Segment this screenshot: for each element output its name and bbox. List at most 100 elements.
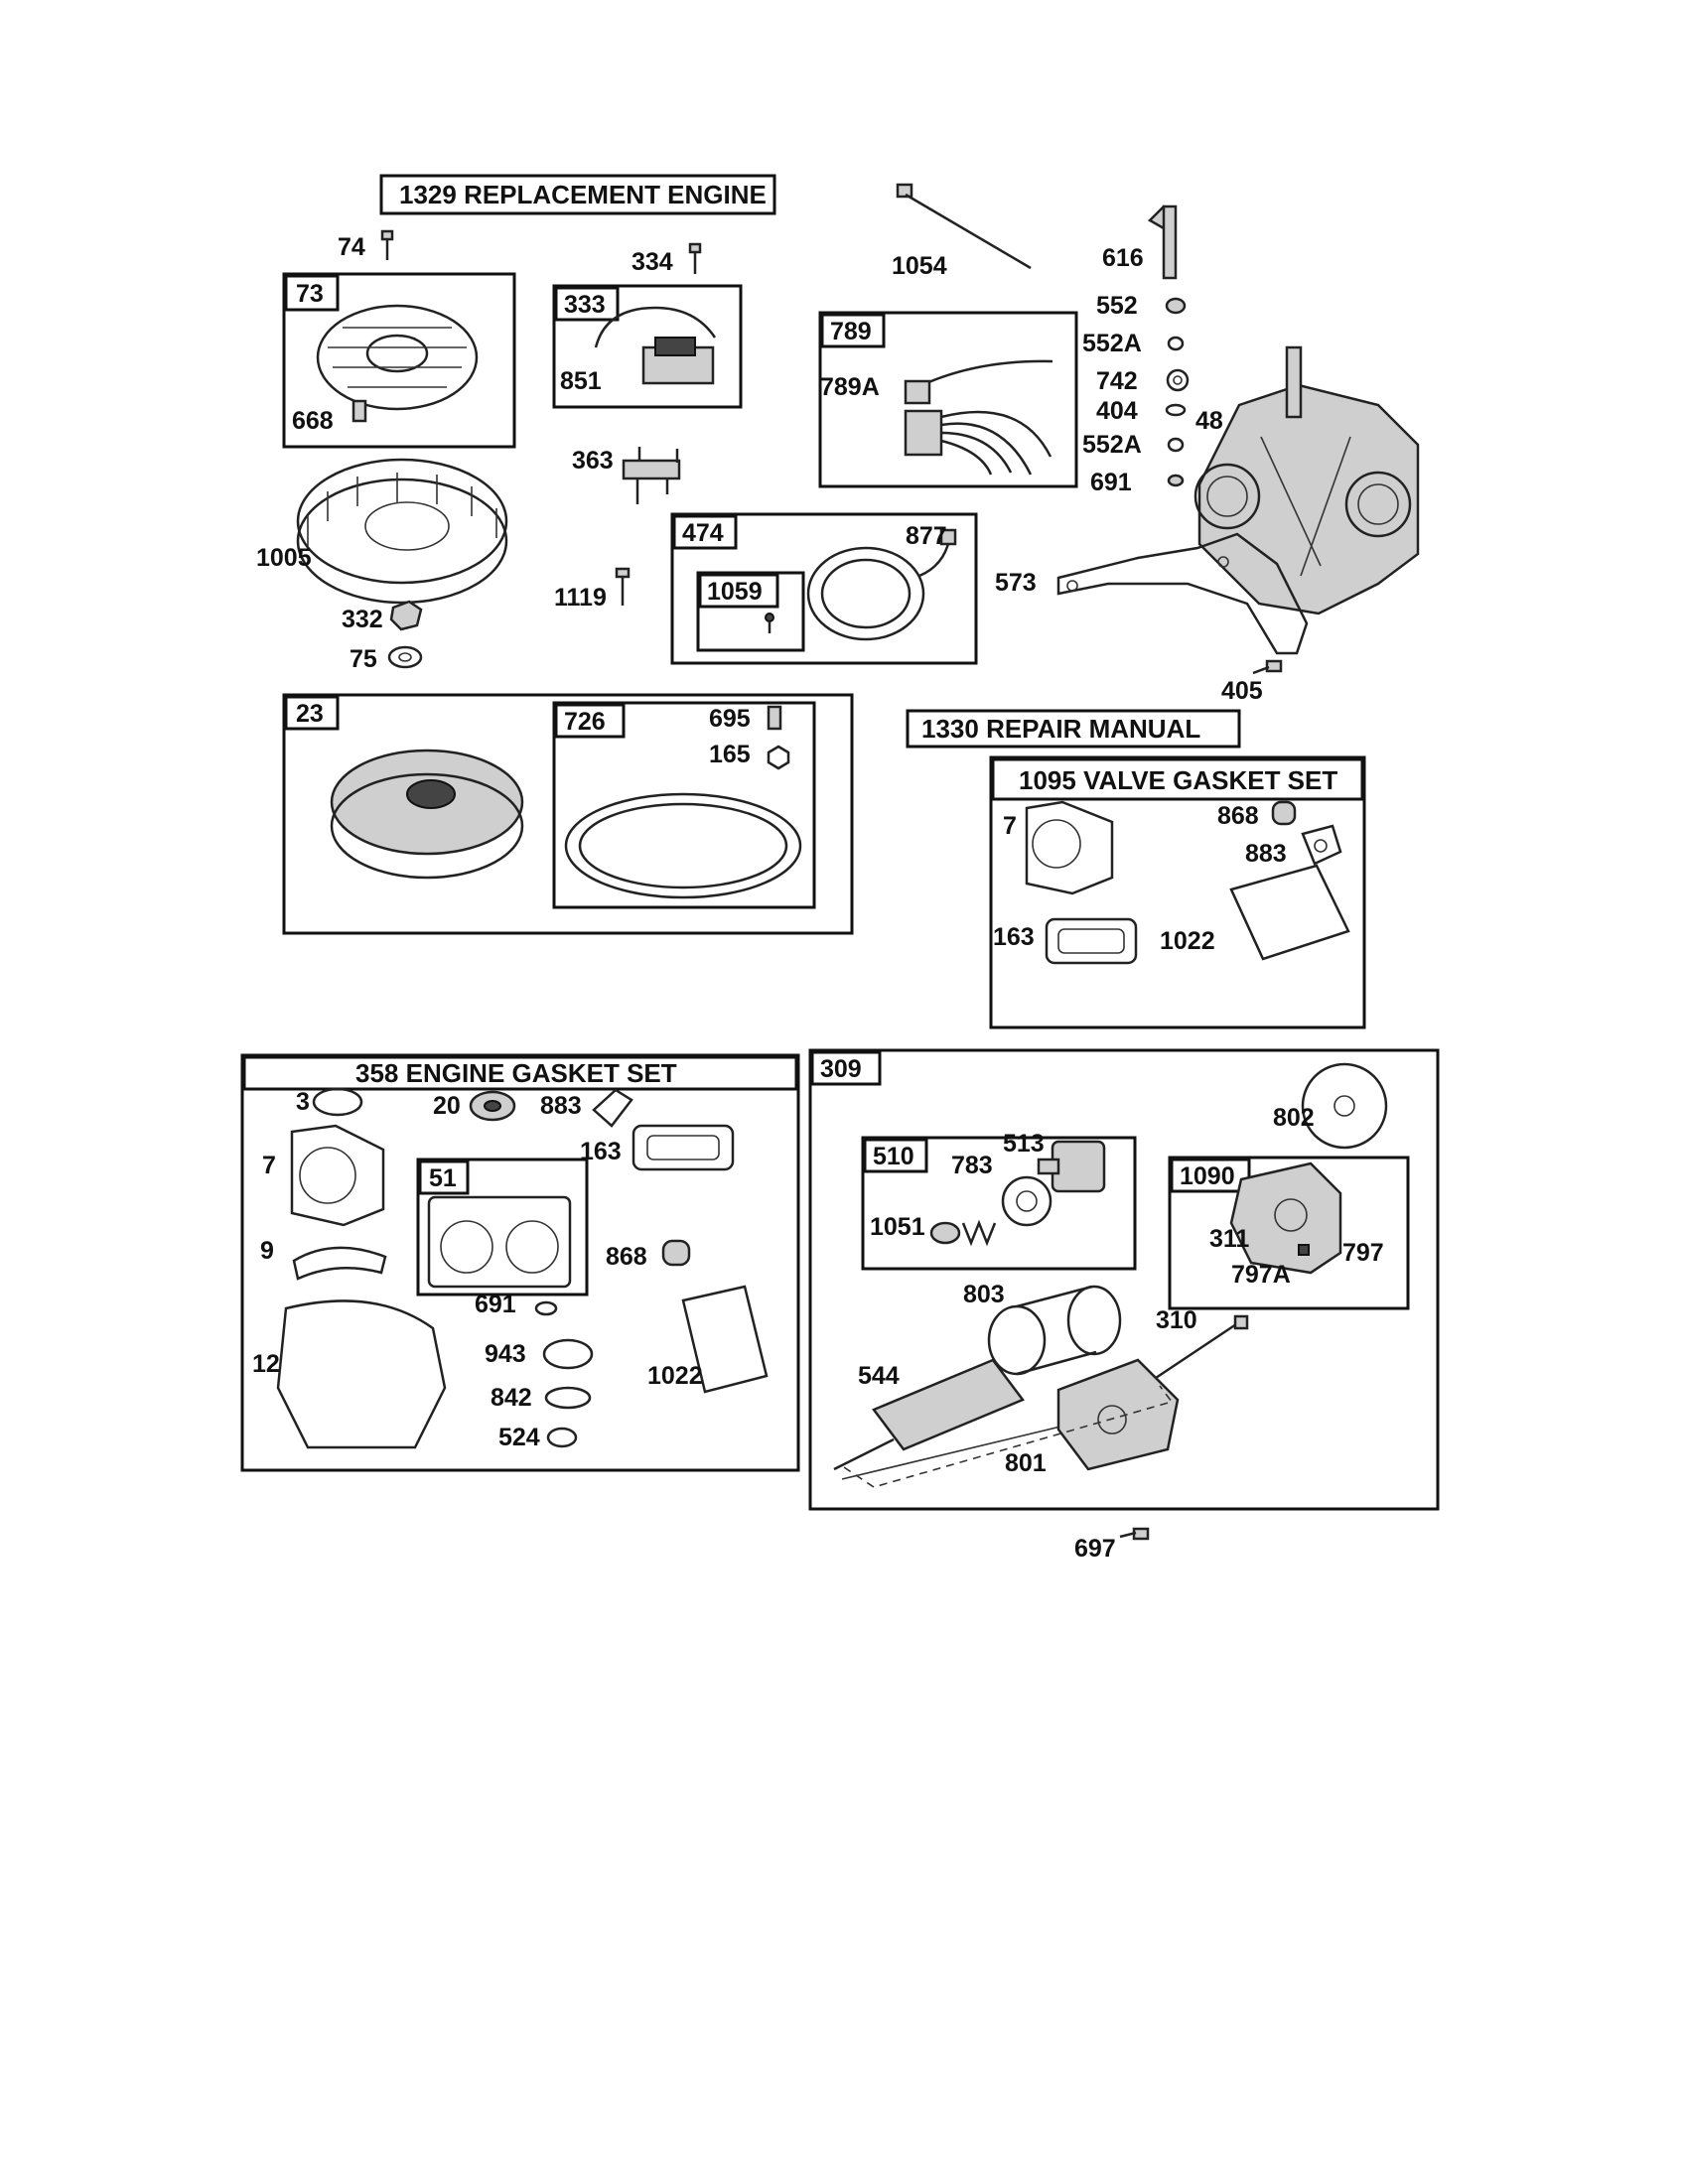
label-7-eng: 7: [262, 1152, 276, 1179]
label-1005: 1005: [256, 544, 312, 572]
label-163-valve: 163: [993, 923, 1035, 951]
label-943: 943: [485, 1340, 526, 1368]
harness-789-drawing: [904, 359, 1053, 476]
group-box-1095: [989, 755, 1366, 1029]
label-74: 74: [338, 233, 365, 261]
screw-405-drawing: [1252, 659, 1283, 675]
screw-697-drawing: [1119, 1527, 1150, 1541]
group-label-73: 73: [296, 280, 324, 308]
label-310: 310: [1156, 1306, 1197, 1334]
label-691-eng: 691: [475, 1291, 516, 1318]
label-868-eng: 868: [606, 1243, 647, 1271]
label-802: 802: [1273, 1104, 1315, 1132]
group-box-23: [282, 693, 854, 935]
gasket-12-drawing: [276, 1299, 447, 1449]
armature-333-drawing: [594, 306, 717, 385]
group-label-474: 474: [682, 519, 724, 547]
group-box-333: [552, 284, 743, 409]
valve-gasket-set-header-box: [991, 757, 1364, 801]
label-48: 48: [1195, 407, 1223, 435]
seal-20-drawing: [469, 1090, 516, 1122]
group-tag-73: [284, 274, 340, 312]
group-label-1059: 1059: [707, 578, 763, 606]
o-ring-524-drawing: [546, 1427, 578, 1448]
label-883-eng: 883: [540, 1092, 582, 1120]
label-868-valve: 868: [1217, 802, 1259, 830]
gasket-163-valve-drawing: [1045, 917, 1138, 965]
group-tag-309: [810, 1050, 882, 1086]
replacement-engine-header-box: [379, 174, 776, 215]
head-gasket-7-eng-drawing: [290, 1124, 385, 1227]
bracket-363-drawing: [622, 447, 681, 504]
screw-695-drawing: [767, 705, 782, 731]
gasket-9-drawing: [292, 1246, 387, 1281]
group-box-1059: [696, 571, 805, 652]
label-691-top: 691: [1090, 469, 1132, 496]
seal-552-drawing: [1165, 297, 1187, 315]
group-box-358: [240, 1053, 800, 1472]
label-883-valve: 883: [1245, 840, 1287, 868]
o-ring-842-drawing: [544, 1386, 592, 1410]
housing-803-drawing: [987, 1285, 1122, 1376]
label-742: 742: [1096, 367, 1138, 395]
engine-gasket-set-header-box: [242, 1055, 798, 1091]
label-789A: 789A: [820, 373, 880, 401]
plate-802-drawing: [1301, 1062, 1388, 1150]
group-label-510: 510: [873, 1143, 914, 1170]
group-label-51: 51: [429, 1164, 457, 1192]
seal-552A-drawing: [1167, 336, 1185, 351]
label-797A: 797A: [1231, 1261, 1291, 1289]
brush-797-drawing: [1298, 1244, 1310, 1256]
group-label-1090: 1090: [1180, 1162, 1235, 1190]
engine-gasket-set-header: 358 ENGINE GASKET SET: [355, 1058, 677, 1088]
screw-1059-drawing: [765, 613, 774, 633]
o-ring-943-drawing: [542, 1338, 594, 1370]
label-552A-2: 552A: [1082, 431, 1142, 459]
group-label-726: 726: [564, 708, 606, 736]
group-tag-789: [820, 313, 886, 348]
label-404: 404: [1096, 397, 1138, 425]
nut-332-drawing: [389, 600, 423, 631]
gasket-1022-eng-drawing: [681, 1285, 769, 1394]
blower-screen-73-drawing: [316, 304, 479, 411]
label-363: 363: [572, 447, 614, 475]
label-75: 75: [350, 645, 377, 673]
fan-1005-drawing: [296, 458, 508, 605]
label-573: 573: [995, 569, 1037, 597]
baffle-573-drawing: [1056, 532, 1309, 655]
group-label-23: 23: [296, 700, 324, 728]
label-544: 544: [858, 1362, 900, 1390]
label-9: 9: [260, 1237, 274, 1265]
label-801: 801: [1005, 1449, 1047, 1477]
seal-868-eng-drawing: [661, 1239, 691, 1267]
group-tag-1059: [698, 573, 779, 609]
nut-165-drawing: [767, 745, 790, 770]
label-165: 165: [709, 741, 751, 768]
engine-block-48-drawing: [1193, 345, 1420, 615]
group-label-333: 333: [564, 291, 606, 319]
group-tag-51: [418, 1160, 470, 1195]
gear-783-drawing: [1001, 1175, 1052, 1227]
bolt-310-drawing: [1149, 1314, 1249, 1384]
fitting-616-drawing: [1147, 205, 1178, 280]
group-tag-23: [284, 695, 340, 731]
group-tag-726: [554, 703, 626, 739]
label-1051: 1051: [870, 1213, 925, 1241]
label-1054: 1054: [892, 252, 947, 280]
valve-gasket-set-header: 1095 VALVE GASKET SET: [1019, 765, 1337, 795]
label-163-eng: 163: [580, 1138, 622, 1165]
label-332: 332: [342, 606, 383, 633]
group-box-474: [670, 512, 978, 665]
label-842: 842: [491, 1384, 532, 1412]
label-513: 513: [1003, 1130, 1045, 1158]
gasket-163-eng-drawing: [632, 1124, 735, 1171]
gasket-883-valve-drawing: [1301, 824, 1342, 866]
head-gasket-7-valve-drawing: [1025, 800, 1114, 895]
screw-74-drawing: [380, 229, 394, 260]
seal-868-valve-drawing: [1271, 800, 1297, 826]
group-box-73: [282, 272, 516, 449]
label-1022-eng: 1022: [647, 1362, 703, 1390]
label-797: 797: [1342, 1239, 1384, 1267]
group-box-309: [808, 1048, 1440, 1511]
replacement-engine-header: 1329 REPLACEMENT ENGINE: [399, 180, 767, 209]
